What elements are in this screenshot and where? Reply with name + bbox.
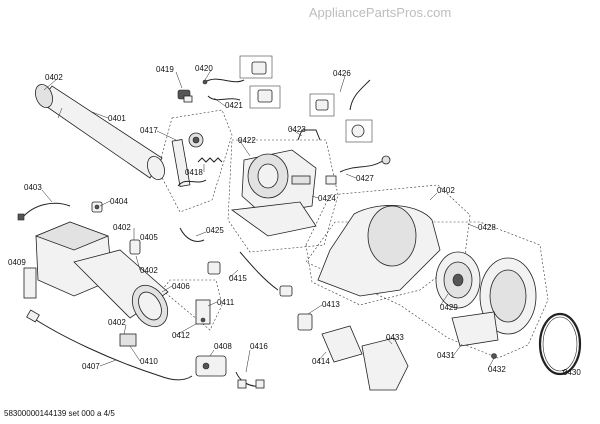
callout-label: 0419 xyxy=(156,65,174,74)
part-0415-wire[interactable] xyxy=(207,251,293,297)
callout-leaders xyxy=(41,69,569,373)
callout-label: 0433 xyxy=(386,333,404,342)
callout-label: 0414 xyxy=(312,357,330,366)
part-0417-bracket[interactable] xyxy=(171,132,204,187)
callout-label: 0410 xyxy=(140,357,158,366)
part-0419-sensor[interactable] xyxy=(177,89,193,103)
part-0430-seal[interactable] xyxy=(538,312,582,376)
callout-label: 0413 xyxy=(322,300,340,309)
part-0429-blower-wheel[interactable] xyxy=(435,251,481,309)
diagram-footer: 58300000144139 set 000 a 4/5 xyxy=(4,409,115,418)
callout-label: 0422 xyxy=(238,136,256,145)
callout-label: 0402 xyxy=(140,266,158,275)
part-0418-spring[interactable] xyxy=(177,157,223,187)
part-0431-bracket[interactable] xyxy=(451,311,499,347)
part-0433-support[interactable] xyxy=(361,337,409,391)
callout-label: 0430 xyxy=(563,368,581,377)
callout-label: 0401 xyxy=(108,114,126,123)
callout-label: 0402 xyxy=(45,73,63,82)
part-0411-bracket[interactable] xyxy=(195,299,211,325)
callout-label: 0421 xyxy=(225,101,243,110)
callout-label: 0404 xyxy=(110,197,128,206)
callout-label: 0412 xyxy=(172,331,190,340)
part-0408-valve[interactable] xyxy=(195,355,227,377)
part-0414-housing[interactable] xyxy=(321,325,363,363)
callout-labels: 0402 0401 0419 0420 0421 0426 0417 0422 … xyxy=(8,64,581,377)
callout-label: 0408 xyxy=(214,342,232,351)
group-outline-0417 xyxy=(157,109,233,213)
part-0422-drive-motor[interactable] xyxy=(230,149,317,237)
group-outline-0411 xyxy=(161,279,223,331)
callout-label: 0426 xyxy=(333,69,351,78)
part-0405-element[interactable] xyxy=(129,239,141,255)
callout-label: 0417 xyxy=(140,126,158,135)
part-0401-exhaust-duct[interactable] xyxy=(32,82,167,182)
part-0421-wire[interactable] xyxy=(207,85,281,109)
callout-label: 0402 xyxy=(108,318,126,327)
callout-label: 0432 xyxy=(488,365,506,374)
callout-label: 0411 xyxy=(217,298,235,307)
callout-label: 0402 xyxy=(113,223,131,232)
callout-label: 0416 xyxy=(250,342,268,351)
callout-label: 0415 xyxy=(229,274,247,283)
callout-label: 0402 xyxy=(437,186,455,195)
watermark: AppliancePartsPros.com xyxy=(309,5,451,20)
part-0407-cable[interactable] xyxy=(26,309,193,381)
part-0403-wire[interactable] xyxy=(17,202,71,221)
part-0432-screw[interactable] xyxy=(491,353,497,359)
part-0427-wire-harness[interactable] xyxy=(325,155,391,185)
callout-label: 0427 xyxy=(356,174,374,183)
part-0423-clip[interactable] xyxy=(297,129,321,141)
part-0420-connector[interactable] xyxy=(239,55,273,79)
callout-label: 0406 xyxy=(172,282,190,291)
callout-label: 0407 xyxy=(82,362,100,371)
part-0416-wire[interactable] xyxy=(235,371,265,389)
callout-label: 0418 xyxy=(185,168,203,177)
group-outline-0424 xyxy=(227,139,339,253)
callout-label: 0405 xyxy=(140,233,158,242)
callout-label: 0429 xyxy=(440,303,458,312)
callout-label: 0431 xyxy=(437,351,455,360)
part-0402-blower-housing[interactable] xyxy=(317,205,441,297)
callout-label: 0403 xyxy=(24,183,42,192)
part-0413-bracket[interactable] xyxy=(297,313,313,331)
callout-label: 0409 xyxy=(8,258,26,267)
callout-label: 0428 xyxy=(478,223,496,232)
part-0425-wire[interactable] xyxy=(179,227,205,242)
callout-label: 0420 xyxy=(195,64,213,73)
callout-label: 0424 xyxy=(318,194,336,203)
callout-label: 0425 xyxy=(206,226,224,235)
part-0426-wire-harness[interactable] xyxy=(309,79,373,143)
part-0420-wire-harness[interactable] xyxy=(202,78,245,85)
part-0404-thermostat[interactable] xyxy=(91,201,103,213)
part-0406-heater-duct[interactable] xyxy=(73,249,175,333)
callout-label: 0423 xyxy=(288,125,306,134)
part-0410-block[interactable] xyxy=(119,333,137,347)
